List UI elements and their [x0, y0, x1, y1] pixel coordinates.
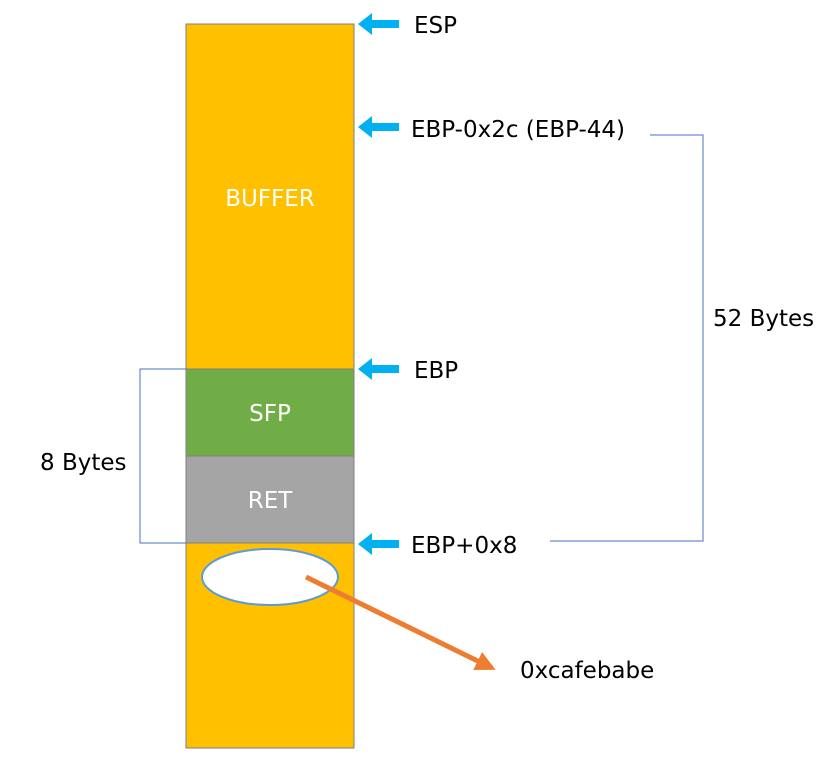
bytes-8-bracket — [139, 368, 186, 544]
ret-block — [185, 455, 355, 544]
left-arrow-icon — [358, 13, 399, 35]
bytes-52-label: 52 Bytes — [713, 306, 814, 332]
ebp-minus-label: EBP-0x2c (EBP-44) — [411, 117, 625, 143]
buffer-block — [185, 23, 355, 370]
target-value-label: 0xcafebabe — [520, 658, 654, 684]
left-arrow-icon — [358, 533, 399, 555]
argument-oval — [201, 548, 339, 606]
esp-label: ESP — [414, 13, 457, 39]
left-arrow-icon — [358, 358, 399, 380]
sfp-block — [185, 368, 355, 457]
ebp-plus-label: EBP+0x8 — [411, 533, 517, 559]
diagonal-arrow-icon — [304, 574, 496, 671]
ret-label: RET — [248, 488, 294, 514]
bytes-52-bracket — [550, 134, 704, 542]
left-arrow-icon — [358, 116, 399, 138]
ebp-label: EBP — [414, 358, 458, 384]
bytes-8-label: 8 Bytes — [40, 450, 127, 476]
sfp-label: SFP — [249, 401, 291, 427]
buffer-label: BUFFER — [225, 186, 315, 212]
